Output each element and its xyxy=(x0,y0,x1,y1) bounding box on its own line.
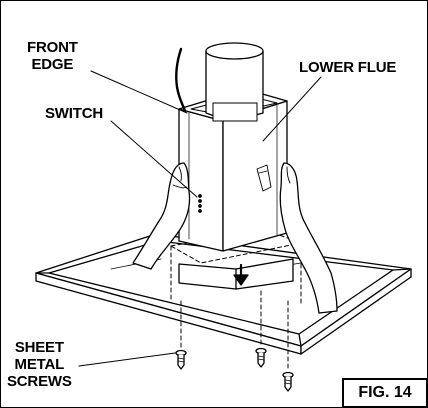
right-hand xyxy=(279,162,338,314)
lower-flue-label: LOWER FLUE xyxy=(299,59,397,76)
front-edge-leader xyxy=(90,70,188,114)
lower-flue-leader xyxy=(262,76,322,142)
screws-label-line2: METAL xyxy=(14,356,65,373)
power-cord xyxy=(175,47,187,113)
flue-bottom-section xyxy=(178,258,294,290)
down-arrow-icon xyxy=(233,263,249,286)
front-edge-label: FRONT EDGE xyxy=(27,39,78,73)
figure-number: FIG. 14 xyxy=(358,384,412,401)
screw-icon xyxy=(255,347,267,368)
switch-leader xyxy=(110,120,198,198)
left-hand xyxy=(132,162,191,270)
figure-number-box: FIG. 14 xyxy=(342,378,427,407)
screw-icon xyxy=(175,349,187,370)
screws-label-line3: SCREWS xyxy=(7,373,72,390)
sheet-metal-screws-label: SHEET METAL SCREWS xyxy=(7,339,72,390)
leader-lines xyxy=(78,70,322,367)
duct-cylinder xyxy=(205,42,264,122)
screw-icon xyxy=(282,371,294,392)
hood-canopy xyxy=(35,233,412,355)
front-edge-label-line1: FRONT xyxy=(27,39,78,56)
front-edge-label-line2: EDGE xyxy=(31,56,74,73)
sheet-metal-screws xyxy=(175,290,294,392)
switch-label: SWITCH xyxy=(45,105,103,122)
screws-label-line1: SHEET xyxy=(14,339,64,356)
screws-leader xyxy=(78,352,176,367)
